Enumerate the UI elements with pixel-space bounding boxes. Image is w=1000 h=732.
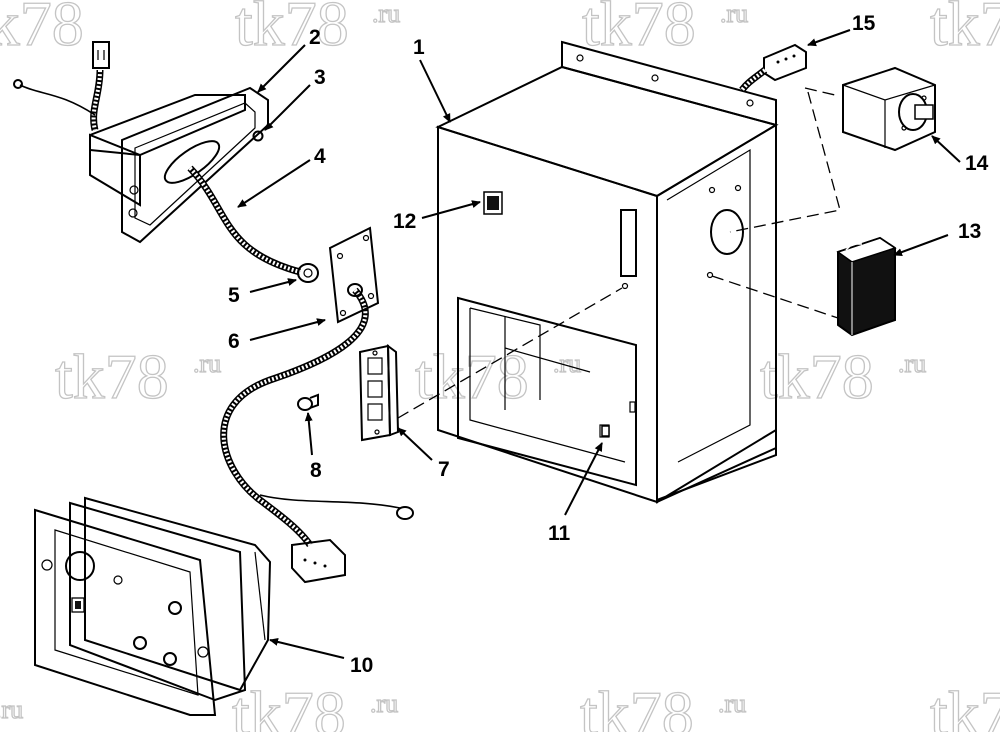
watermark-brand: tk78 [0, 0, 84, 59]
switch-panel [358, 343, 400, 442]
relay-module [836, 236, 897, 337]
assembly-lines [397, 87, 841, 419]
callout-3: 3 [314, 66, 326, 89]
callout-4: 4 [314, 145, 326, 168]
watermark-brand: tk78 [760, 341, 874, 412]
watermark-suffix: .ru [372, 0, 400, 28]
watermark-brand: tk78 [930, 0, 1000, 59]
callout-6: 6 [228, 330, 240, 353]
timer-motor [842, 66, 936, 152]
callout-13: 13 [958, 220, 981, 243]
watermark-suffix: .ru [193, 349, 221, 378]
callout-1: 1 [413, 36, 425, 59]
mounting-plate [328, 226, 380, 324]
callout-14: 14 [965, 152, 989, 175]
callout-11: 11 [548, 522, 571, 545]
callout-8: 8 [310, 459, 322, 482]
watermark-brand: tk78 [930, 678, 1000, 732]
callout-2: 2 [309, 26, 321, 49]
watermark-brand: tk78 [55, 341, 169, 412]
watermark-suffix: .ru [898, 349, 926, 378]
connector-plug [739, 43, 807, 93]
watermark-suffix: .ru [0, 695, 23, 724]
watermark-suffix: .ru [553, 349, 581, 378]
clip [601, 425, 610, 437]
callout-10: 10 [350, 654, 373, 677]
watermark-suffix: .ru [720, 0, 748, 28]
watermark-brand: tk78 [582, 0, 696, 59]
watermark-suffix: .ru [718, 689, 746, 718]
watermark-brand: tk78 [235, 0, 349, 59]
watermark-suffix: .ru [370, 689, 398, 718]
callout-labels: 1 2 3 4 5 6 7 8 10 11 12 13 14 15 [228, 12, 989, 677]
watermark-brand: tk78 [232, 678, 346, 732]
callout-7: 7 [438, 458, 450, 481]
cable-harness [187, 165, 414, 584]
callout-15: 15 [852, 12, 876, 35]
leader-lines [237, 29, 961, 659]
watermark-brand: tk78 [580, 678, 694, 732]
decal-label [483, 191, 503, 215]
grommet [297, 263, 319, 283]
small-screw [297, 393, 319, 411]
control-panel [34, 496, 272, 716]
callout-5: 5 [228, 284, 240, 307]
upper-wiring-box [13, 41, 269, 244]
enclosure-box [435, 40, 779, 504]
callout-12: 12 [393, 210, 416, 233]
